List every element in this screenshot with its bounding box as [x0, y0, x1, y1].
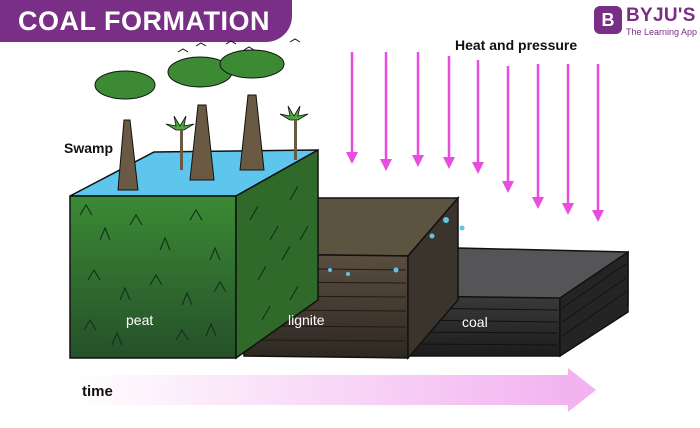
time-arrow	[72, 368, 596, 412]
peat-block	[69, 38, 319, 360]
time-label: time	[82, 383, 113, 400]
swamp-trees	[94, 49, 309, 191]
diagram-title: COAL FORMATION	[18, 5, 270, 36]
coal-label: coal	[462, 314, 488, 330]
pressure-arrow	[592, 64, 604, 222]
pressure-arrow	[562, 64, 574, 215]
pressure-arrow	[472, 60, 484, 174]
pressure-arrow	[412, 52, 424, 167]
byjus-logo: B BYJU'S The Learning App	[594, 5, 698, 40]
lignite-label: lignite	[288, 312, 325, 328]
heat-pressure-arrows	[346, 52, 604, 222]
logo-name: BYJU'S	[626, 5, 696, 26]
pressure-arrow	[346, 52, 358, 164]
birds	[177, 38, 301, 53]
pressure-arrow	[380, 52, 392, 171]
pressure-arrow	[443, 56, 455, 169]
pressure-arrow	[532, 64, 544, 209]
logo-mark: B	[594, 6, 622, 34]
pressure-arrow	[502, 66, 514, 193]
heat-and-pressure-label: Heat and pressure	[455, 37, 578, 53]
title-banner: COAL FORMATION	[0, 0, 292, 42]
peat-label: peat	[126, 312, 154, 328]
logo-tagline: The Learning App	[626, 27, 698, 37]
swamp-label: Swamp	[64, 140, 114, 156]
